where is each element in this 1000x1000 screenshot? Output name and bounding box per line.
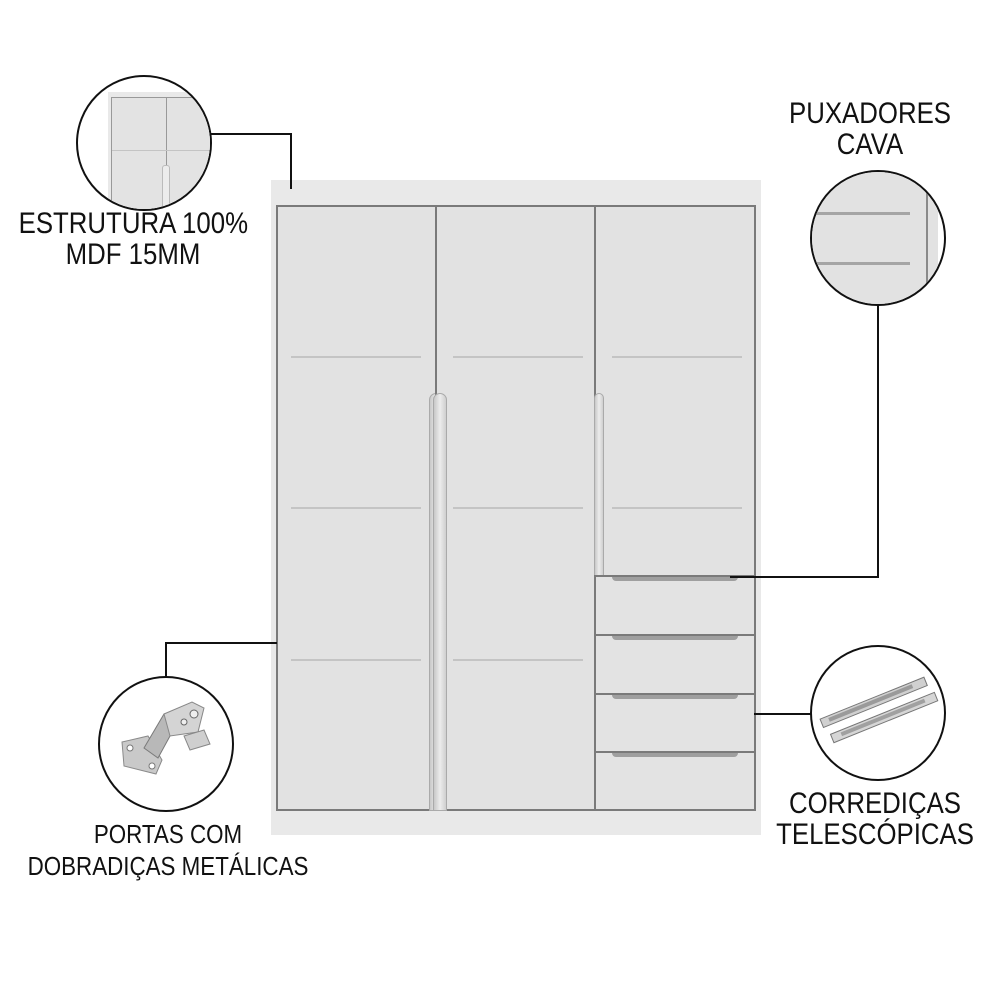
slides-graphic-icon bbox=[819, 676, 939, 744]
left-door bbox=[276, 205, 443, 811]
cava-handle bbox=[594, 393, 604, 577]
handles-label: PUXADORES CAVA bbox=[788, 97, 952, 161]
door-groove bbox=[453, 659, 583, 661]
metal-hinge-icon bbox=[98, 676, 234, 812]
structure-label: ESTRUTURA 100% MDF 15MM bbox=[18, 207, 249, 271]
door-groove bbox=[453, 507, 583, 509]
hinges-leader-line bbox=[165, 642, 277, 644]
wardrobe-cabinet bbox=[271, 180, 761, 835]
door-groove bbox=[453, 356, 583, 358]
cava-handle bbox=[433, 393, 447, 811]
hinges-leader-line bbox=[165, 642, 167, 678]
handles-leader-line bbox=[730, 576, 879, 578]
structure-leader-line bbox=[290, 133, 292, 189]
handles-leader-line bbox=[877, 304, 879, 578]
drawer-pull bbox=[612, 577, 738, 581]
drawer-pull bbox=[612, 753, 738, 757]
door-groove bbox=[612, 356, 742, 358]
drawer-2 bbox=[594, 634, 756, 695]
hinge-graphic-icon bbox=[121, 701, 211, 775]
telescopic-slides-icon bbox=[810, 645, 946, 781]
structure-leader-line bbox=[210, 133, 292, 135]
slides-leader-line bbox=[754, 713, 812, 715]
middle-door bbox=[433, 205, 596, 811]
cava-handle-detail-icon bbox=[810, 170, 946, 306]
right-door bbox=[594, 205, 756, 577]
drawer-1 bbox=[594, 575, 756, 636]
door-groove bbox=[291, 356, 421, 358]
drawer-pull bbox=[612, 636, 738, 640]
door-groove bbox=[291, 659, 421, 661]
door-groove bbox=[612, 507, 742, 509]
door-groove bbox=[291, 507, 421, 509]
drawer-pull bbox=[612, 695, 738, 699]
slides-label: CORREDIÇAS TELESCÓPICAS bbox=[776, 787, 974, 851]
structure-detail-icon bbox=[76, 75, 212, 211]
drawer-4 bbox=[594, 751, 756, 811]
hinges-label: PORTAS COM DOBRADIÇAS METÁLICAS bbox=[27, 819, 309, 881]
drawer-3 bbox=[594, 693, 756, 753]
